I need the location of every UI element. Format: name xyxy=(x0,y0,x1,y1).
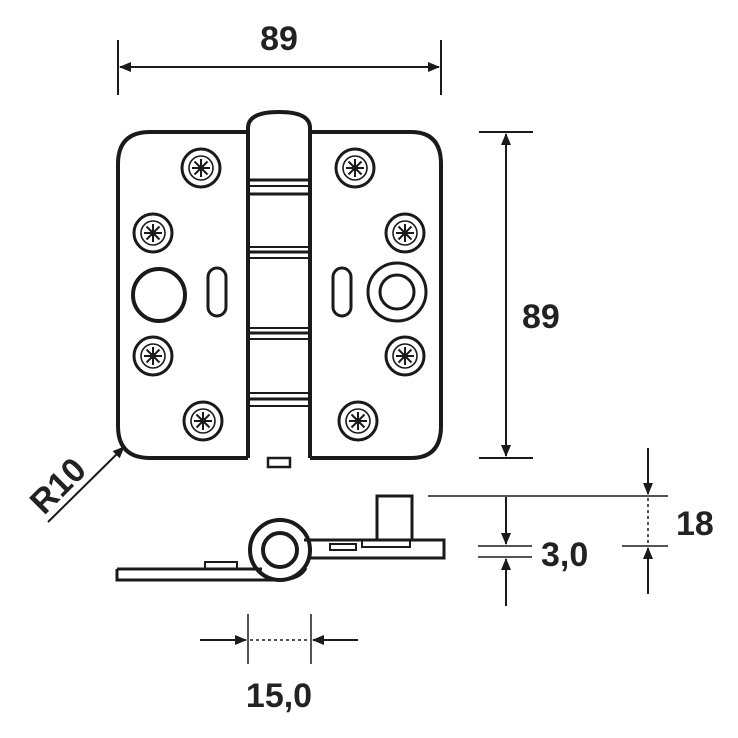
total-thickness-dimension: 18 xyxy=(428,448,714,594)
screw-icon xyxy=(384,335,426,377)
screw-icon xyxy=(334,147,376,189)
side-view xyxy=(115,494,446,582)
right-leaf xyxy=(310,130,443,460)
plate-thickness-label: 3,0 xyxy=(541,536,588,574)
left-round-hole xyxy=(131,267,187,323)
screw-icon xyxy=(384,212,426,254)
right-slot xyxy=(331,266,353,318)
screw-icon xyxy=(180,147,222,189)
knuckle-diameter-label: 15,0 xyxy=(246,677,312,715)
total-thickness-label: 18 xyxy=(676,505,714,543)
right-round-hole xyxy=(366,261,428,323)
screw-icon xyxy=(132,335,174,377)
knuckle-barrel xyxy=(246,109,312,469)
left-leaf xyxy=(116,130,248,460)
width-dimension: 89 xyxy=(117,20,442,95)
height-dimension: 89 xyxy=(479,131,560,459)
height-label: 89 xyxy=(522,298,560,336)
radius-callout: R10 xyxy=(23,446,125,523)
radius-label: R10 xyxy=(23,451,94,522)
knuckle-diameter-dimension: 15,0 xyxy=(200,614,358,715)
screw-icon xyxy=(337,400,379,442)
left-slot xyxy=(206,266,228,318)
screw-icon xyxy=(182,400,224,442)
screw-icon xyxy=(132,212,174,254)
front-view xyxy=(116,109,443,469)
plate-thickness-dimension: 3,0 xyxy=(478,497,588,606)
width-label: 89 xyxy=(260,20,298,58)
